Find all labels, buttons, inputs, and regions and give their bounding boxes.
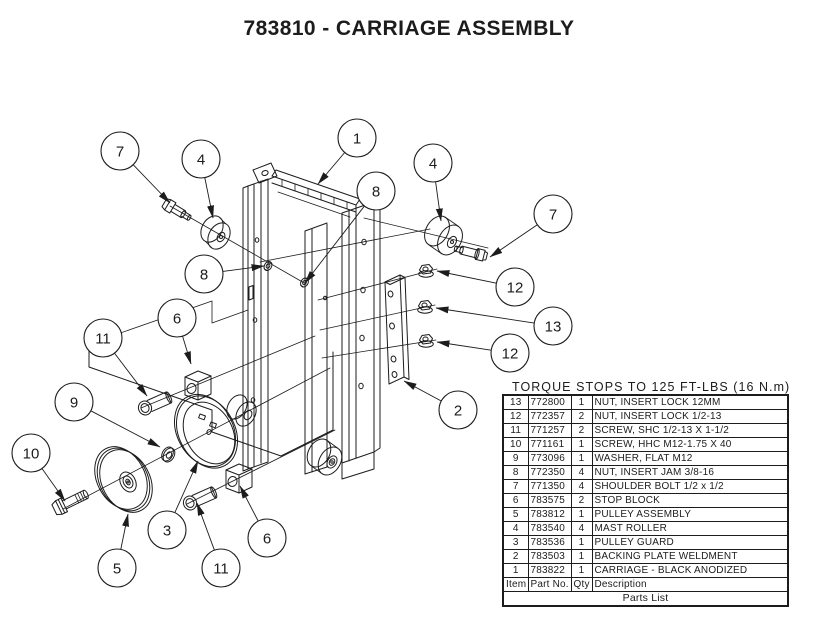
balloon-6 xyxy=(247,518,287,558)
balloon-8 xyxy=(356,171,396,211)
balloon-number: 4 xyxy=(429,156,437,173)
leader-line xyxy=(132,164,171,204)
balloon-6 xyxy=(157,298,197,338)
balloon-4 xyxy=(413,143,453,183)
leader-line xyxy=(489,224,538,258)
leader-line xyxy=(41,468,66,502)
leader-line xyxy=(222,264,265,272)
balloon-number: 8 xyxy=(200,267,208,284)
balloon-12 xyxy=(495,267,535,307)
lock-nut-drawing xyxy=(418,264,434,278)
balloon-number: 11 xyxy=(213,561,229,578)
torque-note: TORQUE STOPS TO 125 FT-LBS (16 N.m) xyxy=(512,380,791,394)
leader-line xyxy=(435,181,443,222)
parts-caption-row: Parts List xyxy=(502,591,789,607)
balloon-10 xyxy=(11,433,51,473)
backing-plate-drawing xyxy=(384,274,410,385)
balloon-4 xyxy=(181,139,221,179)
leader-line xyxy=(204,177,214,219)
shc-screw-top-drawing xyxy=(137,391,173,416)
balloon-number: 9 xyxy=(70,395,78,412)
parts-list-caption: Parts List xyxy=(502,591,789,607)
leader-line xyxy=(120,513,129,550)
balloon-11 xyxy=(201,548,241,588)
balloon-number: 3 xyxy=(163,523,171,540)
mast-roller-left-drawing xyxy=(200,215,231,250)
balloon-number: 1 xyxy=(353,131,361,148)
lock-nut-drawing xyxy=(418,334,434,348)
leader-line xyxy=(174,460,199,513)
balloon-number: 13 xyxy=(545,319,562,336)
balloon-number: 10 xyxy=(23,446,40,463)
balloon-2 xyxy=(438,390,478,430)
carriage-drawing xyxy=(88,162,381,480)
balloon-number: 6 xyxy=(173,311,181,328)
hhc-screw-drawing xyxy=(51,489,89,516)
balloon-1 xyxy=(337,118,377,158)
leader-line xyxy=(90,410,161,448)
leader-line xyxy=(435,306,535,324)
balloon-number: 6 xyxy=(263,531,271,548)
balloon-9 xyxy=(54,382,94,422)
balloon-5 xyxy=(97,548,137,588)
balloon-8 xyxy=(184,254,224,294)
drawing-title: 783810 - CARRIAGE ASSEMBLY xyxy=(243,17,575,40)
leader-line xyxy=(317,152,346,185)
balloon-7 xyxy=(100,131,140,171)
leader-line xyxy=(436,340,492,351)
leader-line xyxy=(304,205,365,284)
shoulder-bolt-left-drawing xyxy=(161,198,192,221)
balloon-number: 8 xyxy=(372,184,380,201)
balloon-number: 2 xyxy=(454,403,462,420)
washer-drawing xyxy=(161,446,176,463)
leader-line xyxy=(182,336,192,365)
balloon-number: 5 xyxy=(113,561,121,578)
pulley-drawing xyxy=(94,446,153,513)
pulley-guard-drawing xyxy=(174,393,238,469)
stop-block-bottom-drawing xyxy=(225,463,253,494)
leader-line xyxy=(239,485,259,522)
balloon-7 xyxy=(533,194,573,234)
callout-balloons: 7 4 1 8 4 7 8 12 13 12 2 6 11 9 10 5 3 11 6 xyxy=(11,118,573,588)
balloon-13 xyxy=(533,306,573,346)
balloon-number: 4 xyxy=(197,152,205,169)
lock-nut-drawing xyxy=(417,300,433,314)
mast-roller-right-drawing xyxy=(424,215,463,256)
balloon-11 xyxy=(83,318,123,358)
balloon-number: 11 xyxy=(95,331,111,348)
stop-block-top-drawing xyxy=(184,370,212,401)
balloon-number: 7 xyxy=(549,207,557,224)
assembly-axis-lines xyxy=(62,205,489,510)
leader-line xyxy=(114,352,148,397)
leader-line xyxy=(436,270,497,284)
balloon-number: 12 xyxy=(507,280,524,297)
shoulder-bolt-right-drawing xyxy=(453,245,489,262)
balloon-12 xyxy=(490,333,530,373)
balloon-number: 7 xyxy=(116,144,124,161)
balloon-number: 12 xyxy=(502,346,519,363)
balloon-3 xyxy=(147,510,187,550)
leader-line xyxy=(196,502,215,551)
shc-screw-bottom-drawing xyxy=(182,486,218,511)
leader-line xyxy=(403,380,442,402)
